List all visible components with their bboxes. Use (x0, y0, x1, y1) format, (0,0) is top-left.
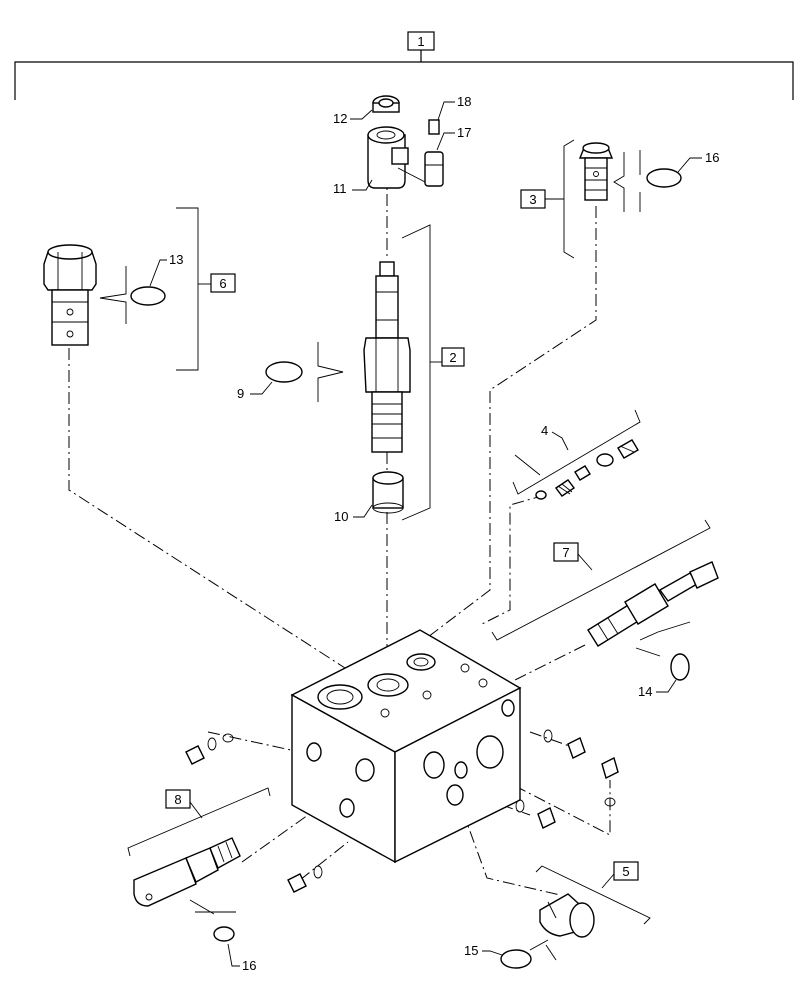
callout-15-text: 15 (464, 943, 478, 958)
label-2-text: 2 (449, 350, 456, 365)
label-3-text: 3 (529, 192, 536, 207)
callout-16-bottom: 16 (227, 943, 256, 973)
sleeve-part (372, 471, 404, 514)
callout-9: 9 (237, 381, 273, 401)
connector-part (424, 119, 444, 187)
label-5-text: 5 (622, 864, 629, 879)
callout-9-text: 9 (237, 386, 244, 401)
valve-part-2 (363, 261, 411, 453)
label-3[interactable]: 3 (520, 189, 546, 209)
bracket-4 (512, 409, 641, 495)
callout-18-text: 18 (457, 94, 471, 109)
label-7-leader (577, 553, 593, 571)
callout-4-text: 4 (541, 423, 548, 438)
callout-11: 11 (333, 179, 373, 196)
nut-part (372, 95, 400, 113)
label-8-text: 8 (174, 792, 181, 807)
callout-16-top-text: 16 (705, 150, 719, 165)
callout-4: 4 (541, 423, 569, 451)
relief-valve-part-8 (133, 837, 241, 907)
label-2[interactable]: 2 (441, 347, 465, 367)
oring-15 (500, 949, 532, 969)
plug-part-3 (578, 142, 614, 201)
callout-17: 17 (436, 125, 471, 151)
oring-14 (670, 653, 690, 681)
label-1[interactable]: 1 (407, 31, 435, 51)
callout-16-bottom-text: 16 (242, 958, 256, 973)
callout-12-text: 12 (333, 111, 347, 126)
relief-valve-part-7 (587, 561, 719, 647)
plug-right-far (601, 756, 619, 807)
connector-lead (397, 167, 428, 184)
oring-16-top (646, 168, 682, 188)
label-1-text: 1 (417, 34, 424, 49)
label-6[interactable]: 6 (210, 273, 236, 293)
plug-right-upper (543, 729, 586, 759)
spring-kit-part (535, 439, 639, 500)
callout-11-text: 11 (333, 181, 347, 196)
plug-left-lower (287, 865, 323, 893)
callout-18: 18 (437, 94, 471, 121)
center-lines (68, 150, 611, 896)
label-8[interactable]: 8 (165, 789, 191, 809)
assembly-bracket (14, 48, 794, 100)
bracket-5 (529, 865, 651, 961)
coil-part (367, 126, 409, 189)
label-5[interactable]: 5 (613, 861, 639, 881)
bracket-9 (317, 342, 344, 402)
callout-17-text: 17 (457, 125, 471, 140)
callout-10-text: 10 (334, 509, 348, 524)
oring-16-bottom (213, 926, 235, 942)
bracket-2 (401, 224, 431, 521)
oring-13 (130, 286, 166, 306)
plug-right-lower (515, 799, 556, 829)
bracket-7 (491, 519, 711, 657)
callout-13-text: 13 (169, 252, 183, 267)
callout-16-top: 16 (677, 150, 719, 173)
oring-9 (265, 361, 303, 383)
label-7[interactable]: 7 (553, 542, 579, 562)
callout-14-text: 14 (638, 684, 652, 699)
callout-13: 13 (149, 252, 183, 287)
callout-15: 15 (464, 943, 503, 958)
plug-part-5 (539, 893, 595, 938)
label-5-leader (601, 873, 615, 889)
callout-10: 10 (334, 504, 373, 524)
cartridge-part-6 (43, 244, 97, 346)
manifold-block (290, 629, 522, 864)
label-8-leader (189, 801, 203, 819)
callout-14: 14 (638, 679, 677, 699)
bracket-8 (127, 787, 271, 915)
bracket-6 (99, 207, 199, 371)
label-7-text: 7 (562, 545, 569, 560)
callout-12: 12 (333, 109, 373, 126)
plug-left-upper (185, 733, 234, 765)
label-6-text: 6 (219, 276, 226, 291)
